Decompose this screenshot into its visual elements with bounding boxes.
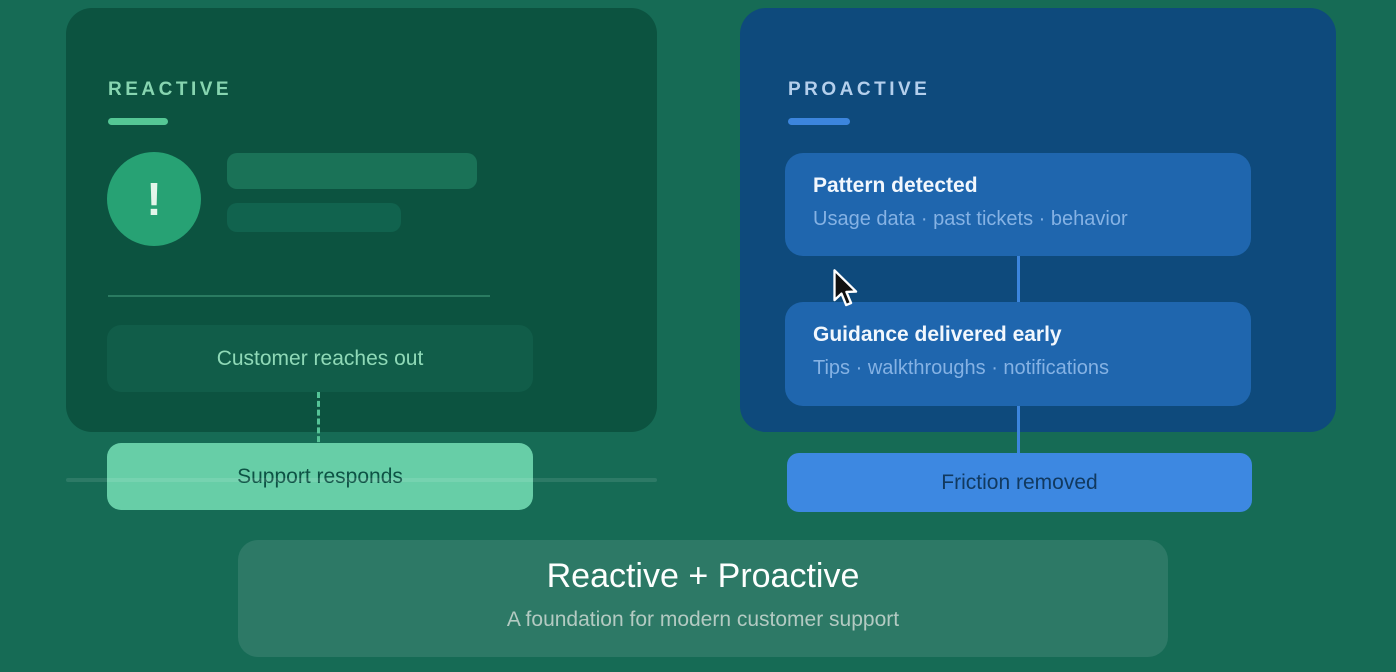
dashed-connector-line [317, 392, 320, 451]
guidance-delivered-subtitle: Tips · walkthroughs · notifications [813, 357, 1110, 379]
summary-subtitle: A foundation for modern customer support [506, 608, 900, 631]
horizontal-baseline [66, 478, 657, 482]
placeholder-text-bar-2 [227, 203, 401, 232]
pattern-detected-node: Pattern detected Usage data · past ticke… [785, 153, 1251, 256]
reactive-title-underline [108, 118, 168, 125]
connector-line-1 [1017, 256, 1020, 302]
proactive-title-underline [788, 118, 850, 125]
guidance-delivered-node: Guidance delivered early Tips · walkthro… [785, 302, 1251, 406]
support-responds-label: Support responds [237, 464, 403, 488]
customer-reaches-out-node: Customer reaches out [107, 325, 533, 392]
reactive-divider-line [108, 295, 490, 297]
summary-title: Reactive + Proactive [546, 557, 860, 595]
reactive-panel: REACTIVE ! Customer reaches out [66, 8, 657, 451]
placeholder-text-bar-1 [227, 153, 477, 189]
support-responds-node: Support responds [107, 443, 533, 510]
customer-reaches-out-label: Customer reaches out [216, 346, 424, 370]
exclamation-glyph: ! [146, 173, 162, 225]
summary-banner: Reactive + Proactive A foundation for mo… [238, 540, 1168, 657]
pattern-detected-subtitle: Usage data · past tickets · behavior [813, 208, 1128, 230]
guidance-delivered-title: Guidance delivered early [813, 323, 1062, 346]
connector-line-2 [1017, 406, 1020, 458]
proactive-panel: PROACTIVE Pattern detected Usage data · … [740, 8, 1336, 458]
pattern-detected-title: Pattern detected [813, 174, 978, 197]
exclamation-icon: ! [107, 152, 201, 246]
friction-removed-node: Friction removed [787, 453, 1252, 512]
friction-removed-label: Friction removed [941, 470, 1098, 494]
reactive-panel-title: REACTIVE [108, 79, 233, 100]
proactive-panel-title: PROACTIVE [788, 79, 931, 100]
arrow-cursor-icon [833, 269, 858, 307]
